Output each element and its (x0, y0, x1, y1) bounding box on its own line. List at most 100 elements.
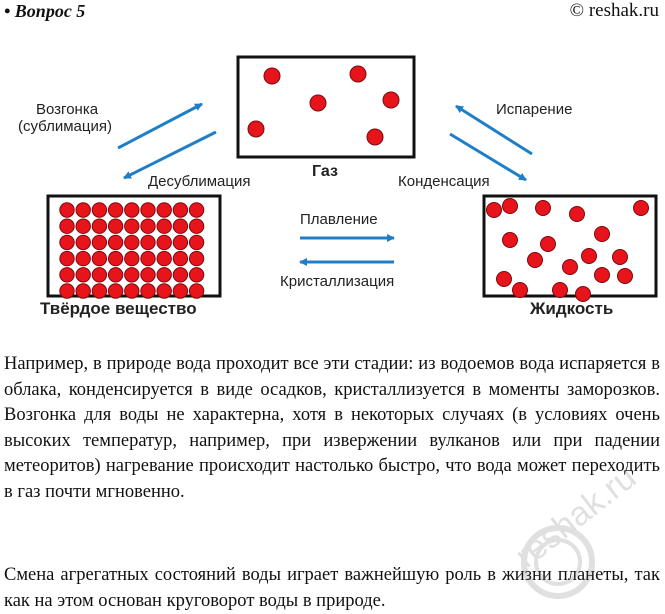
solid-particle (188, 283, 205, 299)
liquid-particle (633, 200, 649, 216)
solid-particle (75, 234, 91, 251)
solid-particle (59, 234, 75, 251)
solid-particle (188, 234, 205, 251)
liquid-label: Жидкость (529, 299, 613, 318)
solid-particle (75, 250, 91, 267)
solid-particle (172, 234, 189, 251)
solid-particle (59, 250, 75, 267)
solid-particle (107, 202, 124, 218)
solid-particle (140, 283, 156, 299)
solid-particle (156, 234, 172, 251)
phase-transition-diagram: Газ Твёрдое вещество Жидкость Возгонка (… (18, 55, 658, 318)
gas-label: Газ (312, 163, 338, 180)
solid-particle (124, 250, 140, 267)
sublimation-label-line1: Возгонка (36, 101, 99, 118)
gas-particle (263, 67, 281, 85)
liquid-particle (486, 202, 502, 218)
solid-particle (140, 234, 156, 251)
evaporation-arrow (455, 104, 533, 156)
solid-particle (124, 234, 140, 251)
solid-particle (124, 218, 140, 234)
liquid-particle (527, 252, 543, 268)
gas-particle (382, 91, 400, 109)
desublimation-arrow (123, 130, 217, 180)
sublimation-label-line2: (сублимация) (18, 118, 112, 135)
solid-particle (91, 283, 108, 299)
solid-particle (59, 202, 75, 218)
solid-particle (91, 267, 108, 283)
desublimation-label: Десублимация (148, 173, 250, 190)
sublimation-arrow (117, 102, 203, 150)
solid-particle (172, 267, 189, 283)
solid-particle (156, 202, 172, 218)
solid-label: Твёрдое вещество (40, 299, 197, 318)
solid-particle (75, 283, 91, 299)
solid-particle (156, 267, 172, 283)
solid-particle (172, 250, 189, 267)
solid-particle (107, 250, 124, 267)
liquid-particle (535, 200, 551, 216)
liquid-particle (581, 248, 597, 264)
solid-particle (188, 202, 205, 218)
liquid-particle (594, 226, 610, 242)
paragraph-water-stages: Например, в природе вода проходит все эт… (4, 354, 660, 502)
solid-particle (140, 250, 156, 267)
solid-particle (124, 267, 140, 283)
solid-particle (124, 202, 140, 218)
solid-particle (156, 283, 172, 299)
crystallization-label: Кристаллизация (280, 273, 394, 290)
liquid-particle (617, 268, 633, 284)
solid-particle (91, 202, 108, 218)
solid-particle (75, 202, 91, 218)
liquid-particle (569, 206, 585, 222)
solid-particle (172, 202, 189, 218)
gas-particle (366, 128, 384, 146)
gas-particle (349, 65, 367, 83)
liquid-particle (502, 232, 518, 248)
solid-particle (156, 250, 172, 267)
solid-particle (107, 218, 124, 234)
solid-particle (156, 218, 172, 234)
gas-particle (309, 94, 327, 112)
solid-particle (91, 234, 108, 251)
solid-particle (107, 267, 124, 283)
copyright-label: © reshak.ru (569, 0, 659, 21)
liquid-particle (612, 249, 628, 265)
liquid-particle (540, 236, 556, 252)
evaporation-label: Испарение (496, 101, 572, 118)
solid-particle (140, 218, 156, 234)
question-number: • Вопрос 5 (4, 1, 86, 21)
solid-particle (140, 267, 156, 283)
solid-particles (59, 202, 205, 299)
condensation-label: Конденсация (398, 173, 490, 190)
melting-label: Плавление (300, 211, 378, 228)
condensation-arrow (449, 132, 527, 182)
liquid-particle (594, 267, 610, 283)
liquid-particle (502, 198, 518, 214)
solid-particle (59, 218, 75, 234)
solid-particle (172, 283, 189, 299)
paragraph-water-cycle: Смена агрегатных состояний воды играет в… (4, 565, 660, 611)
gas-particles (247, 65, 400, 146)
solid-particle (188, 218, 205, 234)
solid-particle (124, 283, 140, 299)
solid-particle (188, 250, 205, 267)
liquid-particle (562, 259, 578, 275)
solid-particle (172, 218, 189, 234)
solid-particle (91, 250, 108, 267)
solid-particle (59, 283, 75, 299)
solid-particle (107, 234, 124, 251)
liquid-particle (552, 282, 568, 298)
gas-particle (247, 120, 265, 138)
solid-particle (140, 202, 156, 218)
liquid-particle (575, 286, 591, 302)
solid-particle (107, 283, 124, 299)
liquid-particles (486, 198, 649, 302)
liquid-particle (512, 282, 528, 298)
solid-particle (75, 218, 91, 234)
solid-particle (75, 267, 91, 283)
liquid-particle (496, 271, 512, 287)
solid-particle (91, 218, 108, 234)
solid-particle (188, 267, 205, 283)
solid-particle (59, 267, 75, 283)
